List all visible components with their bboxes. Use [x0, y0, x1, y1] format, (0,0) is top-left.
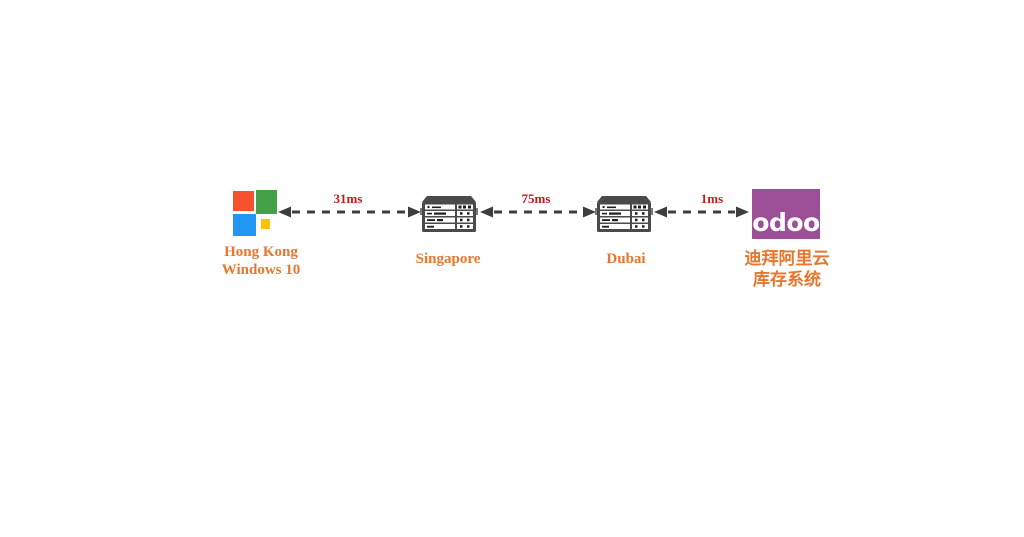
windows-logo-icon [233, 190, 277, 236]
node-label-hongkong-line2: Windows 10 [221, 262, 301, 278]
node-label-dubai: Dubai [606, 251, 646, 267]
latency-label-hk-singapore: 31ms [333, 191, 363, 206]
server-icon-singapore [420, 196, 478, 232]
server-icon-dubai [595, 196, 653, 232]
node-label-hongkong-line1: Hong Kong [224, 244, 298, 260]
latency-label-singapore-dubai: 75ms [521, 191, 551, 206]
node-label-odoo-line1: 迪拜阿里云 [744, 249, 830, 268]
node-label-odoo: 迪拜阿里云 库存系统 [717, 248, 857, 290]
node-label-singapore: Singapore [415, 251, 481, 267]
latency-arrow-hk-singapore [278, 206, 421, 218]
odoo-logo: odoo [752, 189, 820, 239]
latency-arrow-singapore-dubai [480, 206, 596, 218]
latency-label-dubai-odoo: 1ms [700, 191, 724, 206]
node-label-hongkong: Hong Kong Windows 10 [191, 243, 331, 279]
latency-arrow-dubai-odoo [654, 206, 749, 218]
node-label-odoo-line2: 库存系统 [753, 270, 821, 289]
odoo-wordmark: odoo [752, 208, 820, 237]
